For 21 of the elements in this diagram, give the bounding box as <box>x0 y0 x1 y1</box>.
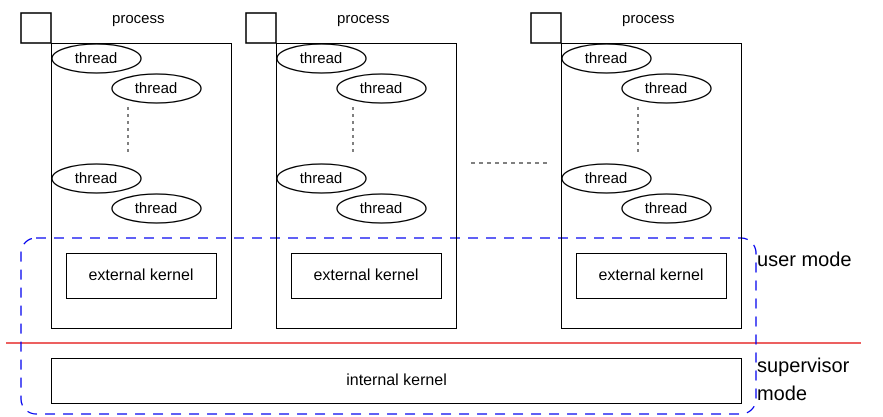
thread-ellipse: thread <box>620 72 712 104</box>
mode-label: supervisor mode <box>757 354 850 407</box>
kernel-box: external kernel <box>66 252 216 298</box>
process-heading: process <box>622 10 675 27</box>
thread-ellipse: thread <box>276 42 366 74</box>
thread-ellipse: thread <box>336 72 426 104</box>
thread-ellipse: thread <box>620 192 712 224</box>
thread-ellipse: thread <box>110 72 202 104</box>
thread-ellipse: thread <box>276 162 366 194</box>
thread-ellipse: thread <box>110 192 202 224</box>
thread-ellipse: thread <box>50 42 142 74</box>
kernel-box: external kernel <box>576 252 726 298</box>
thread-ellipse: thread <box>50 162 142 194</box>
thread-ellipse: thread <box>560 42 652 74</box>
mode-label: user mode <box>757 248 852 273</box>
thread-ellipse: thread <box>560 162 652 194</box>
kernel-box: internal kernel <box>51 358 742 404</box>
process-heading: process <box>112 10 165 27</box>
thread-ellipse: thread <box>336 192 426 224</box>
process-heading: process <box>337 10 390 27</box>
kernel-box: external kernel <box>290 252 442 298</box>
